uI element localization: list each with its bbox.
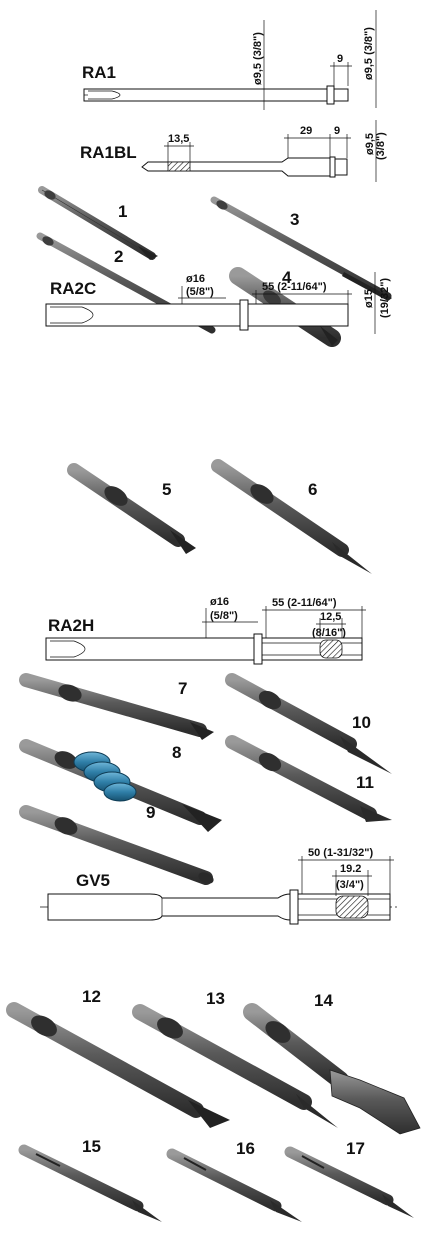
ra2c-dim-end-a: ø15 <box>363 289 375 308</box>
tool-5 <box>67 463 196 554</box>
spring-coil <box>73 751 137 802</box>
tool-label-13: 13 <box>206 989 225 1008</box>
tool-label-7: 7 <box>178 679 187 698</box>
ra2c-title: RA2C <box>50 279 96 298</box>
gv5-title: GV5 <box>76 871 110 890</box>
tool-label-5: 5 <box>162 480 171 499</box>
tool-group-5-6: 5 6 <box>67 459 372 574</box>
tool-6 <box>211 459 372 574</box>
tool-label-3: 3 <box>290 210 299 229</box>
gv5-dim-hex-b: (3/4") <box>336 879 364 891</box>
tool-16 <box>166 1148 302 1222</box>
tool-1 <box>38 186 158 260</box>
gv5-dim-len: 50 (1-31/32") <box>308 847 373 859</box>
tool-label-4: 4 <box>282 268 292 287</box>
tool-11 <box>225 735 392 822</box>
ra1-dim-len: 9 <box>337 53 343 65</box>
tool-8 <box>19 739 222 832</box>
ra2c-dim-len: 55 (2-11/64") <box>262 281 327 293</box>
ra2h-dim-hex-a: 12,5 <box>320 611 341 623</box>
ra1-title: RA1 <box>82 63 116 82</box>
gv5-drawing: GV5 50 (1-31/32") 19.2 (3/4") <box>40 847 398 925</box>
tool-group-15-17: 15 16 17 <box>18 1137 414 1222</box>
ra1bl-title: RA1BL <box>80 143 137 162</box>
ra1bl-dim-cut: 13,5 <box>168 133 189 145</box>
tool-label-14: 14 <box>314 991 333 1010</box>
ra2h-drawing: RA2H ø16 (5/8") 55 (2-11/64") 12,5 (8/16… <box>45 596 366 665</box>
tool-3 <box>210 196 392 301</box>
tool-label-9: 9 <box>146 803 155 822</box>
ra2c-dim-dia-b: (5/8") <box>186 286 214 298</box>
tool-label-17: 17 <box>346 1139 365 1158</box>
tool-17 <box>284 1146 414 1218</box>
tool-label-10: 10 <box>352 713 371 732</box>
ra2c-dim-dia-a: ø16 <box>186 273 205 285</box>
ra2h-dim-len: 55 (2-11/64") <box>272 597 337 609</box>
ra2h-title: RA2H <box>48 616 94 635</box>
tool-label-16: 16 <box>236 1139 255 1158</box>
ra1bl-dim-dia-b: (3/8") <box>375 132 387 160</box>
ra1-drawing: RA1 ø9,5 (3/8") ø9,5 (3/8") 9 <box>82 10 377 110</box>
tool-12 <box>6 1002 230 1128</box>
ra1bl-drawing: RA1BL 13,5 29 9 ø9,5 (3/8") <box>80 120 387 182</box>
ra2c-drawing: RA2C ø16 (5/8") 55 (2-11/64") ø15 (19/32… <box>45 272 391 334</box>
ra1bl-dim-dia-a: ø9,5 <box>364 133 376 155</box>
ra1-dim-dia-end: ø9,5 (3/8") <box>363 27 375 80</box>
tool-label-15: 15 <box>82 1137 101 1156</box>
tool-label-2: 2 <box>114 247 123 266</box>
gv5-dim-hex-a: 19.2 <box>340 863 361 875</box>
tool-10 <box>225 673 392 774</box>
ra1-dim-dia-mid: ø9,5 (3/8") <box>252 32 264 85</box>
tool-label-8: 8 <box>172 743 181 762</box>
ra1bl-dim-9: 9 <box>334 125 340 137</box>
tool-label-12: 12 <box>82 987 101 1006</box>
tool-14 <box>243 1003 421 1135</box>
tool-15 <box>18 1144 162 1222</box>
tool-group-12-14: 12 13 14 <box>6 987 421 1135</box>
tool-label-6: 6 <box>308 480 317 499</box>
ra2c-dim-end-b: (19/32") <box>379 278 391 318</box>
tool-13 <box>132 1004 338 1128</box>
tool-9 <box>19 805 214 885</box>
tool-label-11: 11 <box>356 773 374 792</box>
ra2h-dim-dia-b: (5/8") <box>210 610 238 622</box>
tool-group-7-11: 7 8 9 10 11 <box>19 673 392 885</box>
ra1bl-dim-29: 29 <box>300 125 312 137</box>
tool-label-1: 1 <box>118 202 127 221</box>
ra2h-dim-hex-b: (8/16") <box>312 627 346 639</box>
tool-7 <box>19 673 214 740</box>
ra2h-dim-dia-a: ø16 <box>210 596 229 608</box>
